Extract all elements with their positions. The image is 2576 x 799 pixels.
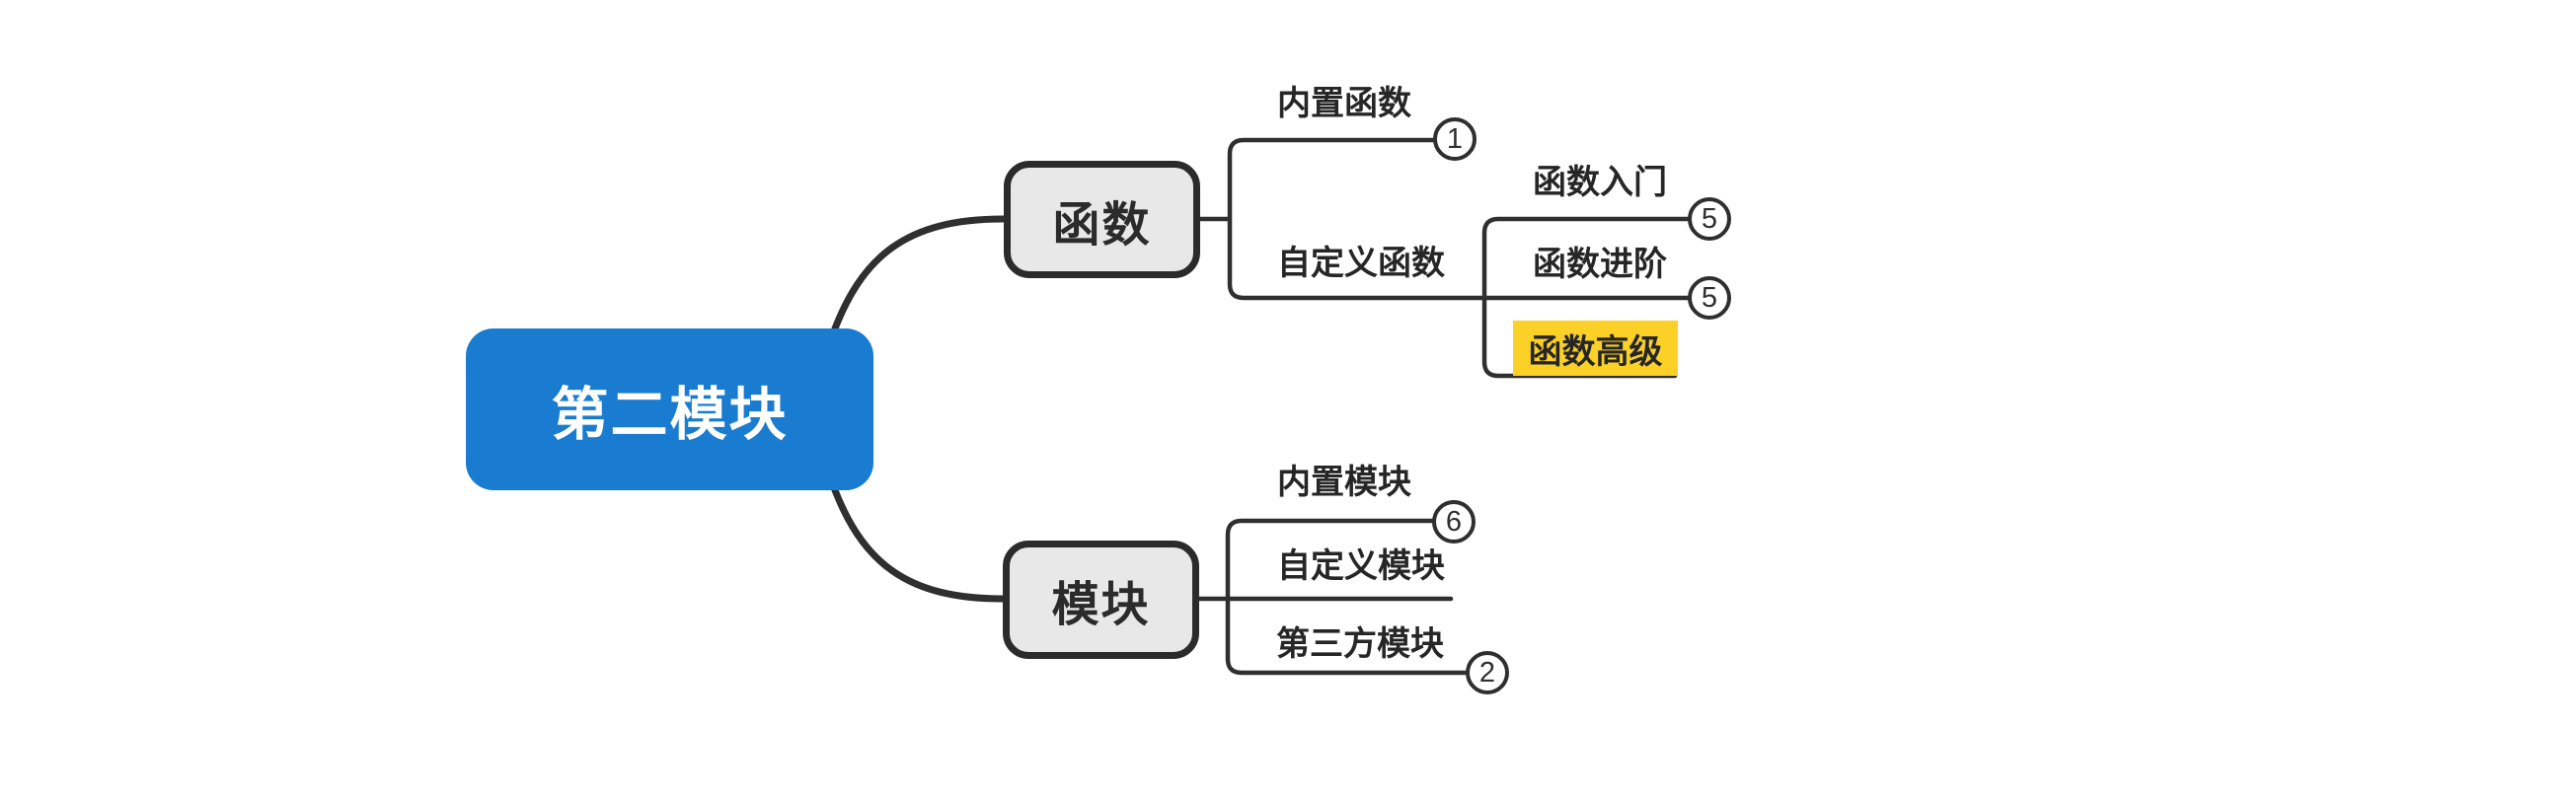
root-topic-label: 第二模块	[551, 383, 789, 447]
subtopic-hanshu-gaoji-highlight[interactable]: 函数高级	[1513, 321, 1678, 376]
subtopic-hanshu-jinjie[interactable]: 函数进阶	[1533, 246, 1667, 283]
topic-mokuai[interactable]: 模块	[1003, 541, 1199, 659]
topic-mokuai-label: 模块	[1051, 579, 1151, 631]
badge-disanfang-mokuai-count[interactable]: 2	[1466, 651, 1509, 694]
subtopic-zidingyi-mokuai[interactable]: 自定义模块	[1277, 547, 1445, 585]
connector-root-to-mokuai	[827, 475, 1007, 603]
topic-hanshu[interactable]: 函数	[1004, 161, 1200, 278]
subtopic-disanfang-mokuai[interactable]: 第三方模块	[1276, 625, 1444, 663]
connector-mokuai-children-bracket	[1225, 518, 1470, 676]
subtopic-neizhi-mokuai[interactable]: 内置模块	[1277, 464, 1411, 501]
connector-root-to-hanshu	[827, 215, 1007, 343]
badge-hanshu-rumen-count[interactable]: 5	[1688, 197, 1731, 241]
topic-hanshu-label: 函数	[1052, 198, 1152, 252]
subtopic-zidingyi-hanshu[interactable]: 自定义函数	[1277, 245, 1445, 282]
badge-hanshu-jinjie-count[interactable]: 5	[1688, 276, 1731, 320]
connector-hanshu-children-bracket	[1227, 137, 1691, 301]
badge-neizhi-mokuai-count[interactable]: 6	[1432, 500, 1476, 544]
badge-neizhi-hanshu-count[interactable]: 1	[1433, 117, 1477, 161]
connector-zidingyi-hanshu-children-bracket	[1481, 216, 1692, 379]
subtopic-hanshu-gaoji-label: 函数高级	[1528, 332, 1663, 371]
subtopic-neizhi-hanshu[interactable]: 内置函数	[1277, 85, 1411, 122]
root-topic[interactable]: 第二模块	[466, 328, 873, 490]
subtopic-hanshu-rumen[interactable]: 函数入门	[1533, 164, 1667, 201]
